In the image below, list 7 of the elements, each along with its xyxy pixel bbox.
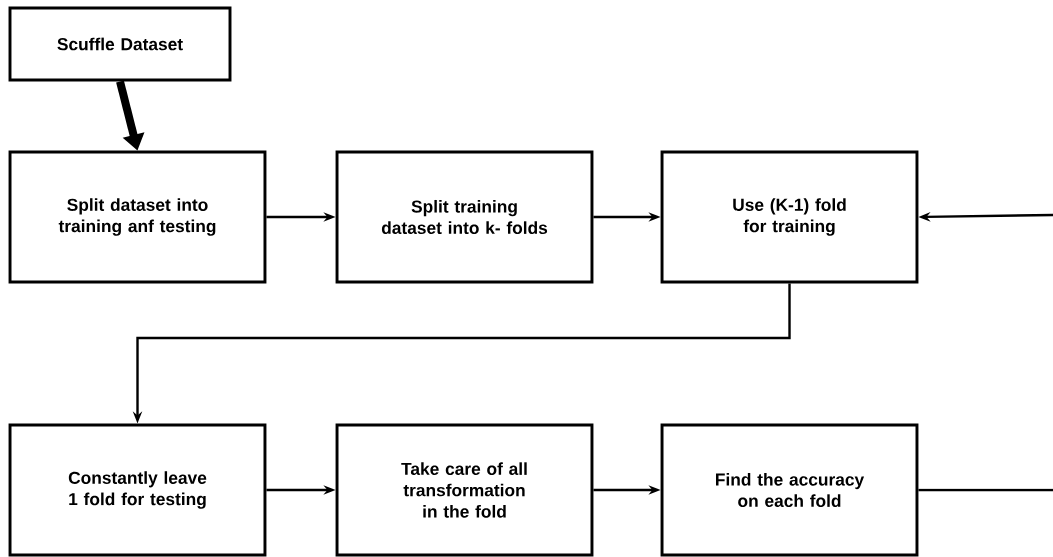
process-box: Split dataset into training anf testing [8,150,267,284]
process-box: Use (K-1) fold for training [660,150,919,284]
process-box: Find the accuracy on each fold [660,423,919,557]
process-box: Scuffle Dataset [8,6,232,82]
process-box: Split training dataset into k- folds [335,150,594,284]
process-box: Constantly leave 1 fold for testing [8,423,267,557]
process-box: Take care of all transformation in the fold [335,423,594,557]
